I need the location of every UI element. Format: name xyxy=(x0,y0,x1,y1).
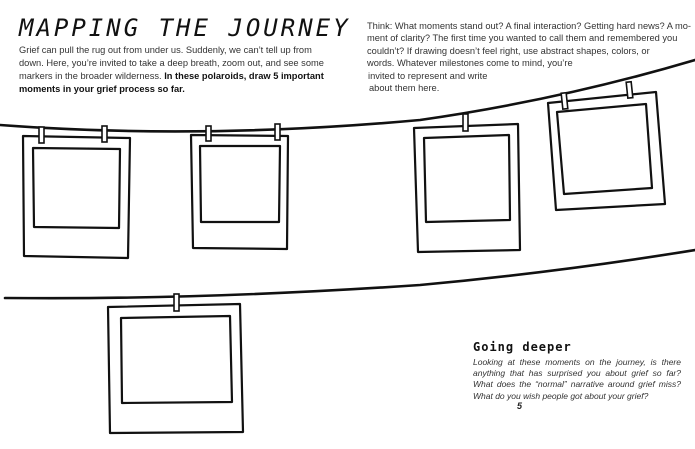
polaroid-3[interactable] xyxy=(412,122,522,254)
think-line: ment of clarity? The first time you want… xyxy=(367,33,678,44)
think-line: invited to represent and write xyxy=(368,70,488,81)
polaroid-2[interactable] xyxy=(189,133,290,251)
think-line: about them here. xyxy=(369,83,440,94)
rope-bottom xyxy=(3,248,695,300)
going-deeper-text: Looking at these moments on the journey,… xyxy=(473,357,681,401)
rope-top xyxy=(0,58,695,133)
intro-paragraph: Grief can pull the rug out from under us… xyxy=(19,44,339,96)
page-number: 5 xyxy=(517,401,523,411)
clothespins xyxy=(38,80,634,312)
going-deeper-heading: Going deeper xyxy=(473,340,572,354)
intro-text: Grief can pull the rug out from under us… xyxy=(19,45,324,81)
polaroid-1[interactable] xyxy=(21,134,132,260)
polaroid-4[interactable] xyxy=(546,90,667,212)
page-title: MAPPING THE JOURNEY xyxy=(19,14,351,42)
think-line: words. Whatever milestones come to mind,… xyxy=(367,58,573,69)
think-line: couldn’t? If drawing doesn’t feel right,… xyxy=(367,45,650,56)
intro-instruction: In these polaroids, draw 5 important mom… xyxy=(19,71,324,94)
think-paragraph: Think: What moments stand out? A final i… xyxy=(367,20,695,94)
polaroid-5[interactable] xyxy=(106,302,245,435)
think-line: Think: What moments stand out? A final i… xyxy=(367,21,692,31)
